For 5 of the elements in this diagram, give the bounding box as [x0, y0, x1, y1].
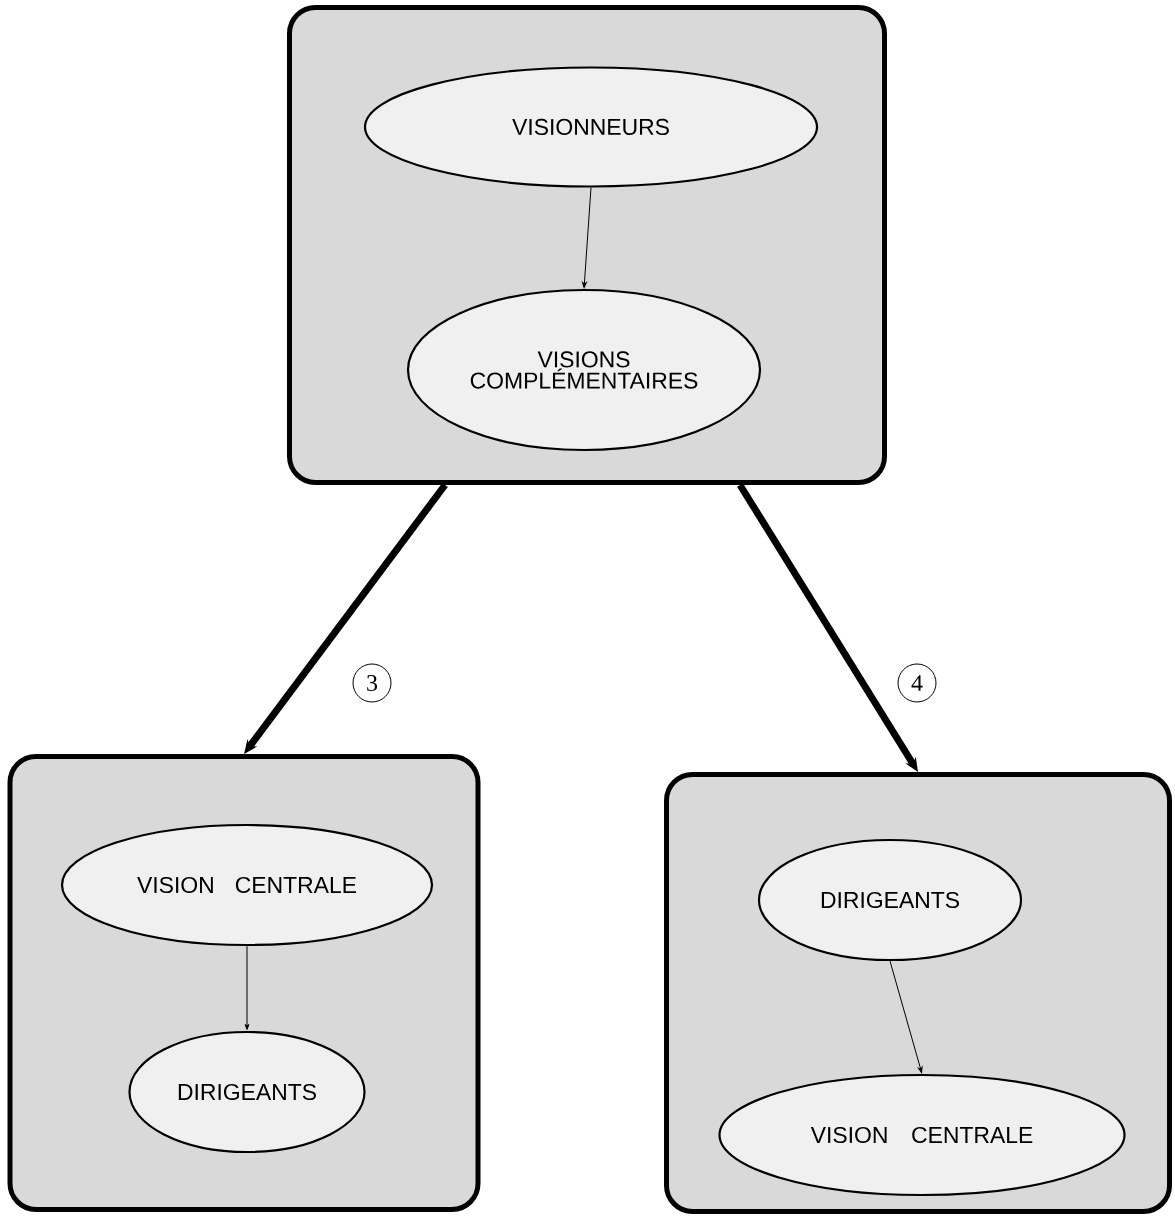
step-number: 4: [897, 663, 937, 703]
arrow: [889, 960, 923, 1074]
arrow: [582, 187, 592, 288]
step-number: 3: [352, 663, 392, 703]
arrow: [244, 945, 250, 1030]
